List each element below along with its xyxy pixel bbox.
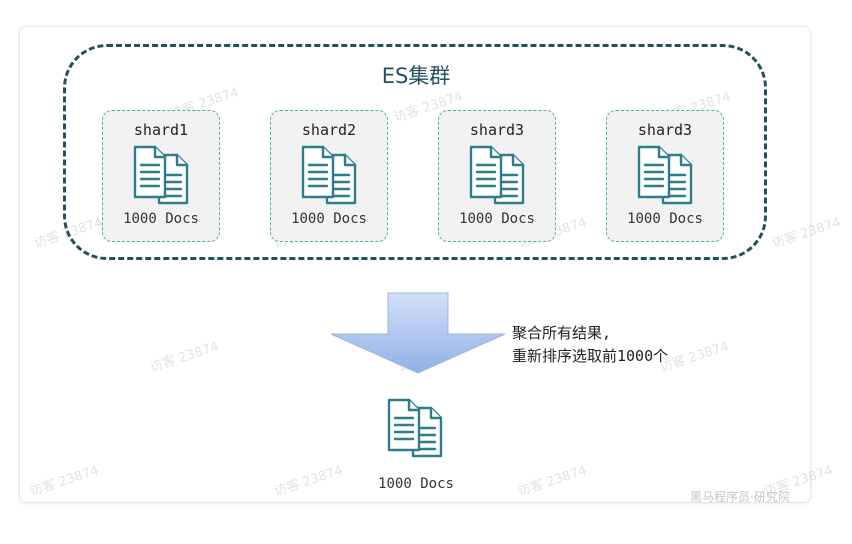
shard-doc-count: 1000 Docs — [627, 211, 703, 227]
documents-icon — [469, 145, 525, 205]
shard-box-4: shard3 1000 Docs — [606, 110, 724, 242]
shard-name: shard3 — [469, 121, 525, 139]
shard-name: shard1 — [133, 121, 189, 139]
es-cluster-title: ES集群 — [381, 64, 451, 88]
result-doc-count: 1000 Docs — [378, 476, 454, 492]
es-cluster-boundary — [63, 44, 767, 260]
documents-icon — [301, 145, 357, 205]
shard-doc-count: 1000 Docs — [459, 211, 535, 227]
shard-box-2: shard2 1000 Docs — [270, 110, 388, 242]
credit-watermark: 黑马程序员·研究院 — [690, 490, 790, 504]
shard-doc-count: 1000 Docs — [291, 211, 367, 227]
down-arrow-icon — [330, 292, 506, 374]
shard-box-3: shard3 1000 Docs — [438, 110, 556, 242]
shard-box-1: shard1 1000 Docs — [102, 110, 220, 242]
shard-doc-count: 1000 Docs — [123, 211, 199, 227]
aggregation-note-line-1: 聚合所有结果, — [512, 324, 612, 342]
shard-name: shard3 — [637, 121, 693, 139]
shard-name: shard2 — [301, 121, 357, 139]
documents-icon — [637, 145, 693, 205]
aggregation-note-line-2: 重新排序选取前1000个 — [512, 347, 669, 365]
aggregation-note: 聚合所有结果, 重新排序选取前1000个 — [512, 322, 668, 368]
result-documents-icon — [387, 398, 443, 458]
documents-icon — [133, 145, 189, 205]
